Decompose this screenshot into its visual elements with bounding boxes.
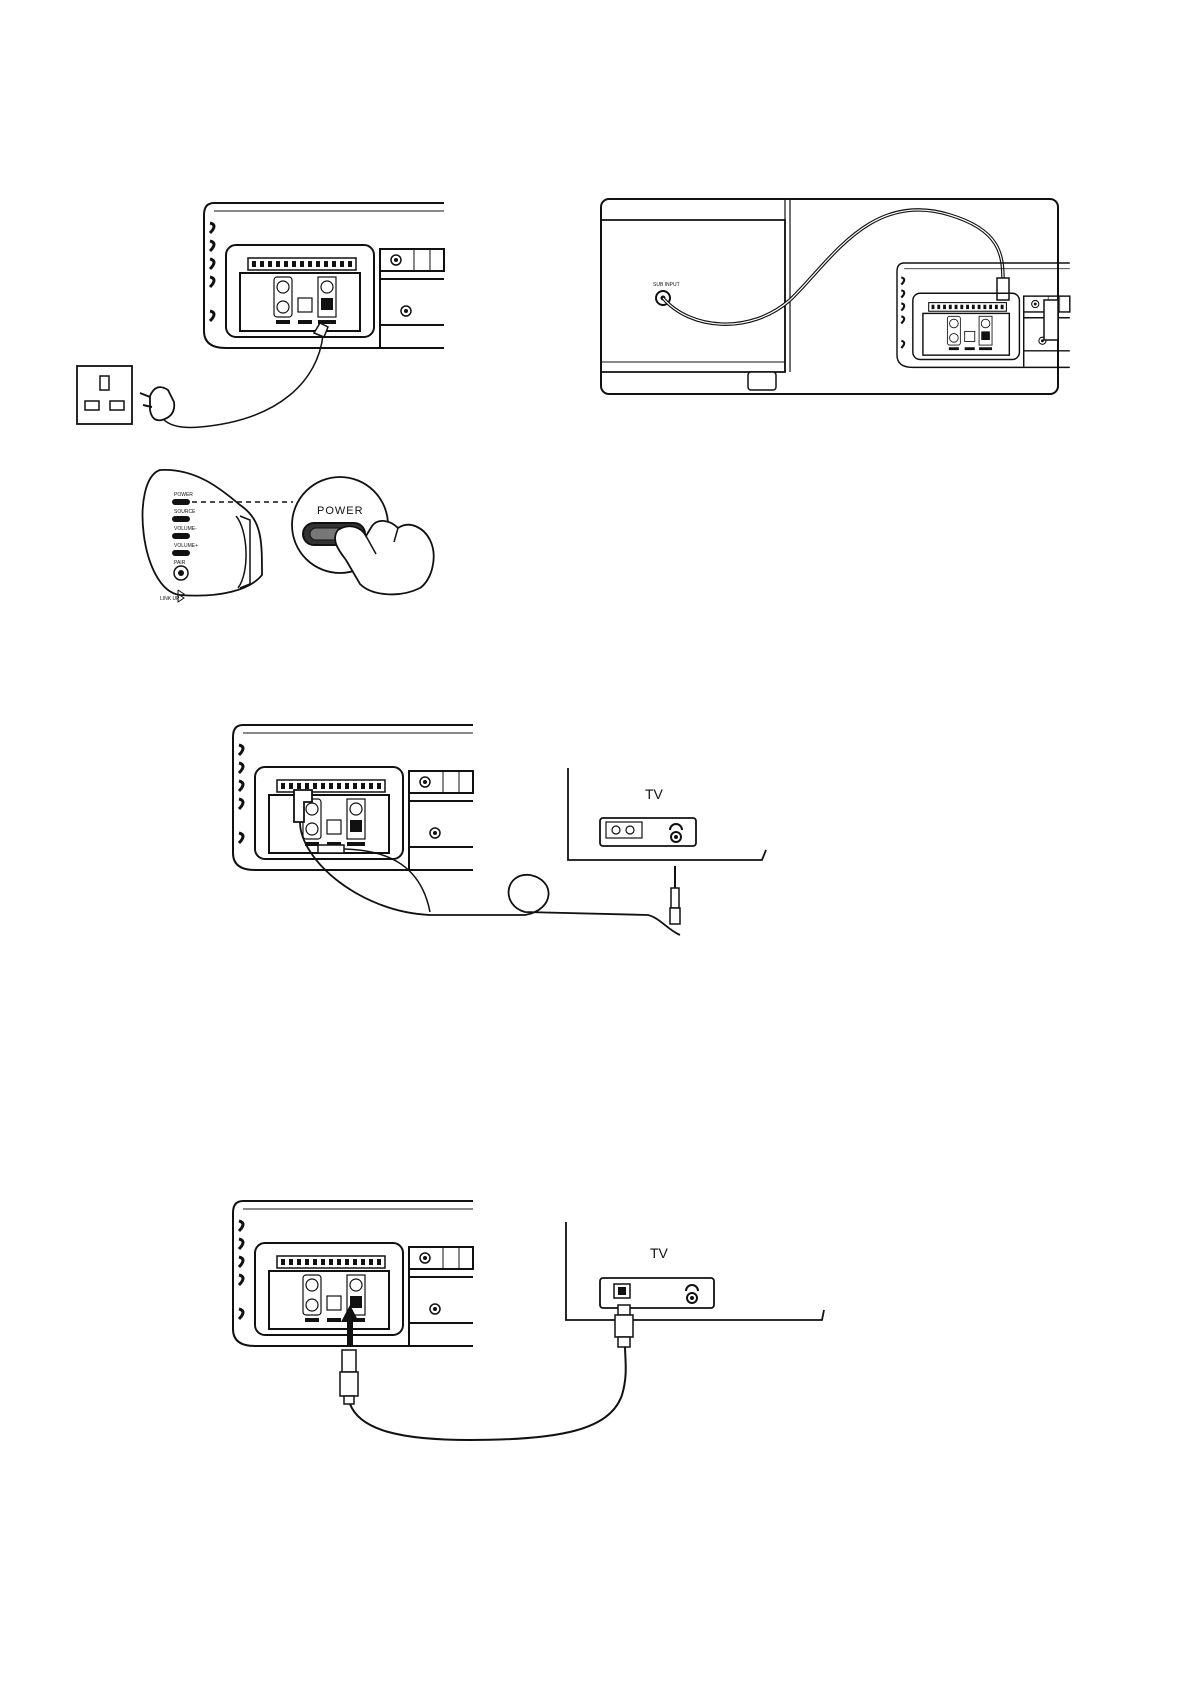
power-plug-icon [140, 387, 174, 420]
tv-label: TV [650, 1245, 669, 1261]
side-label-source: SOURCE [174, 509, 196, 515]
side-label-pair: PAIR [174, 560, 186, 566]
optical-connection-diagram: TV [233, 1201, 824, 1440]
side-label-link-up: LINK UP [160, 596, 180, 602]
insert-arrow [341, 1305, 359, 1346]
side-label-volume-up: VOLUME+ [174, 543, 198, 549]
headphone-jack-plug [670, 866, 680, 924]
optical-plug-right [615, 1305, 633, 1347]
power-connection-diagram [77, 203, 444, 427]
power-button-label: POWER [317, 505, 364, 517]
tv-label: TV [645, 786, 664, 802]
optical-plug-left [340, 1350, 358, 1404]
soundbar-rear-panel [233, 725, 473, 870]
power-button-diagram: POWER SOURCE VOLUME- VOLUME+ PAIR LINK U… [143, 470, 434, 602]
subwoofer-connection-diagram: SUB INPUT [601, 199, 1070, 394]
optical-cable [350, 1345, 626, 1440]
pressing-hand-icon [335, 521, 434, 594]
aux-connection-diagram: TV [233, 725, 766, 935]
side-label-volume-down: VOLUME- [174, 526, 197, 532]
side-label-power: POWER [174, 492, 193, 498]
sub-input-label: SUB INPUT [653, 282, 680, 288]
uk-wall-socket-icon [77, 366, 132, 424]
